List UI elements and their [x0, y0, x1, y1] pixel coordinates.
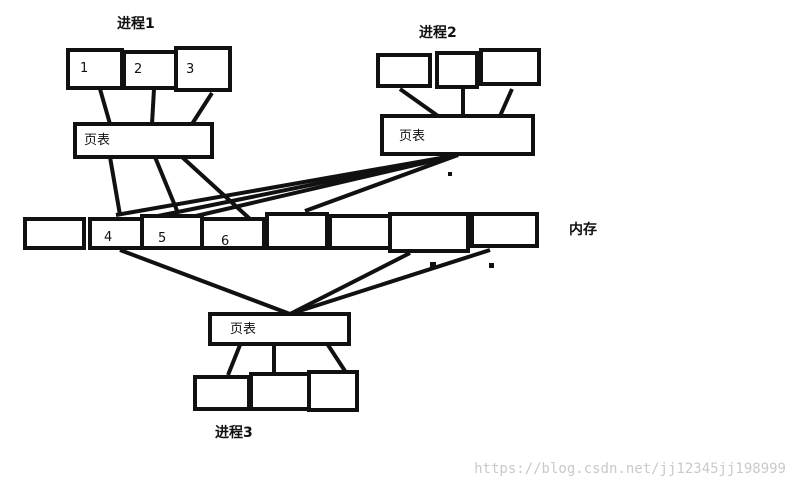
process3-title: 进程3	[215, 425, 253, 441]
pt2-frame7-connector	[304, 153, 459, 213]
stray-dot-1	[448, 172, 452, 176]
p2-page-2	[435, 51, 479, 89]
p2-page3-connector	[498, 88, 514, 117]
p3-page3-connector	[326, 343, 347, 373]
p1-page2-connector	[150, 88, 156, 125]
memory-frame-4-number: 6	[221, 234, 230, 249]
page-table-3	[208, 312, 351, 346]
process3-pages	[193, 370, 359, 412]
memory-frame-3-number: 5	[158, 231, 167, 246]
p2-page1-connector	[398, 87, 440, 118]
memory-frame-4	[200, 217, 266, 250]
p3-page1-connector	[226, 344, 242, 376]
p2-page-1	[376, 53, 432, 88]
memory-title: 内存	[569, 222, 597, 238]
stray-dot-3	[489, 263, 494, 268]
process1-pages	[66, 46, 232, 92]
memory-frame-7	[388, 212, 470, 253]
page-table-1	[73, 122, 214, 159]
memory-frame-2-number: 4	[104, 230, 113, 245]
p3-page-2	[249, 372, 311, 411]
p1-page-2-number: 2	[134, 62, 143, 77]
p1-page-3-number: 3	[186, 62, 195, 77]
p3-page-3	[307, 370, 359, 412]
page-table-2-label: 页表	[399, 129, 426, 144]
page-table-1-label: 页表	[84, 133, 111, 148]
pt2-frame6-connector	[195, 153, 459, 218]
pt3-frame10-connector	[289, 248, 491, 316]
pt3-frame9-connector	[289, 251, 411, 316]
p1-page-3	[174, 46, 232, 92]
p1-page3-connector	[190, 91, 214, 126]
p1-page-1-number: 1	[80, 61, 89, 76]
memory-row	[23, 212, 539, 253]
connectors	[98, 87, 514, 376]
process2-title: 进程2	[419, 25, 457, 41]
memory-frame-6	[328, 214, 392, 250]
p1-page1-connector	[98, 88, 112, 125]
process2-pages	[376, 48, 541, 89]
memory-frame-1	[23, 217, 86, 250]
p1-page-1	[66, 48, 124, 90]
page-table-2	[380, 114, 535, 156]
stray-dot-2	[430, 262, 436, 268]
process1-title: 进程1	[117, 16, 155, 32]
p2-page-3	[479, 48, 541, 86]
p3-page-1	[193, 375, 251, 411]
page-table-3-label: 页表	[230, 322, 257, 337]
memory-frame-8	[470, 212, 539, 248]
pt3-frame4-connector	[119, 248, 291, 316]
memory-frame-2	[88, 217, 144, 250]
pt1-frame6-connector	[180, 155, 252, 221]
pt1-frame4-connector	[108, 156, 122, 216]
watermark: https://blog.csdn.net/jj12345jj198999	[474, 461, 786, 477]
memory-frame-5	[265, 212, 329, 250]
memory-frame-3	[140, 214, 204, 250]
p1-page-2	[122, 50, 178, 90]
